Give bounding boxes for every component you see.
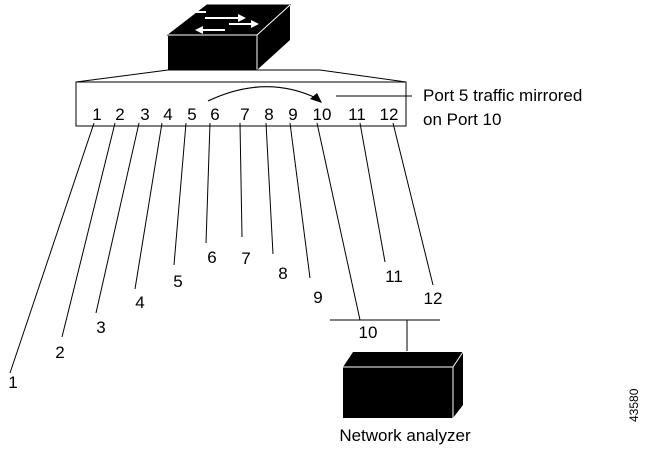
annotation-line-2: on Port 10 [423, 110, 501, 129]
cable-label-9: 9 [313, 288, 322, 307]
cable-port-6 [205, 122, 211, 244]
cable-port-7 [239, 122, 243, 238]
cable-port-1 [9, 122, 95, 374]
switch-side-face [257, 5, 290, 70]
cable-label-2: 2 [55, 343, 64, 362]
cable-label-11: 11 [385, 267, 403, 286]
switch-port-label-11: 11 [348, 105, 366, 124]
cable-port-5 [173, 122, 187, 266]
cable-label-10: 10 [359, 323, 378, 342]
switch-icon [166, 4, 292, 70]
switch-port-label-3: 3 [140, 105, 149, 124]
switch-port-label-1: 1 [92, 105, 101, 124]
cable-port-2 [61, 122, 116, 338]
switch-port-label-9: 9 [288, 105, 297, 124]
cable-port-10 [316, 122, 361, 321]
analyzer-front-face [343, 367, 453, 418]
cable-port-3 [95, 122, 140, 314]
network-analyzer-label: Network analyzer [339, 426, 471, 445]
cable-label-6: 6 [207, 248, 216, 267]
cable-port-4 [134, 122, 163, 290]
annotation-line-1: Port 5 traffic mirrored [423, 86, 582, 105]
analyzer-top-face [343, 352, 463, 367]
switch-port-label-10: 10 [313, 105, 332, 124]
cable-label-1: 1 [8, 373, 17, 392]
cable-port-12 [392, 122, 434, 286]
cable-port-8 [265, 122, 274, 255]
switch-port-label-12: 12 [380, 105, 399, 124]
perspective-line-left [75, 69, 169, 83]
cable-port-11 [359, 122, 386, 263]
network-analyzer-icon [343, 351, 464, 418]
cable-label-12: 12 [424, 289, 443, 308]
port-cables [9, 122, 434, 374]
switch-front-face [168, 35, 257, 70]
switch-port-label-6: 6 [210, 105, 219, 124]
analyzer-side-face [453, 352, 463, 418]
figure-id: 43580 [627, 388, 641, 422]
cable-label-8: 8 [278, 264, 287, 283]
switch-port-label-5: 5 [187, 105, 196, 124]
cable-port-9 [289, 122, 311, 279]
cable-label-3: 3 [96, 318, 105, 337]
switch-port-label-7: 7 [240, 105, 249, 124]
switch-port-label-2: 2 [115, 105, 124, 124]
perspective-line-right [319, 69, 407, 83]
switch-port-label-8: 8 [264, 105, 273, 124]
cable-label-5: 5 [173, 272, 182, 291]
cable-label-7: 7 [241, 249, 250, 268]
switch-arrows-icon [176, 8, 259, 34]
mirror-arrow [207, 86, 322, 103]
switch-port-label-4: 4 [163, 105, 172, 124]
cable-label-4: 4 [135, 293, 144, 312]
